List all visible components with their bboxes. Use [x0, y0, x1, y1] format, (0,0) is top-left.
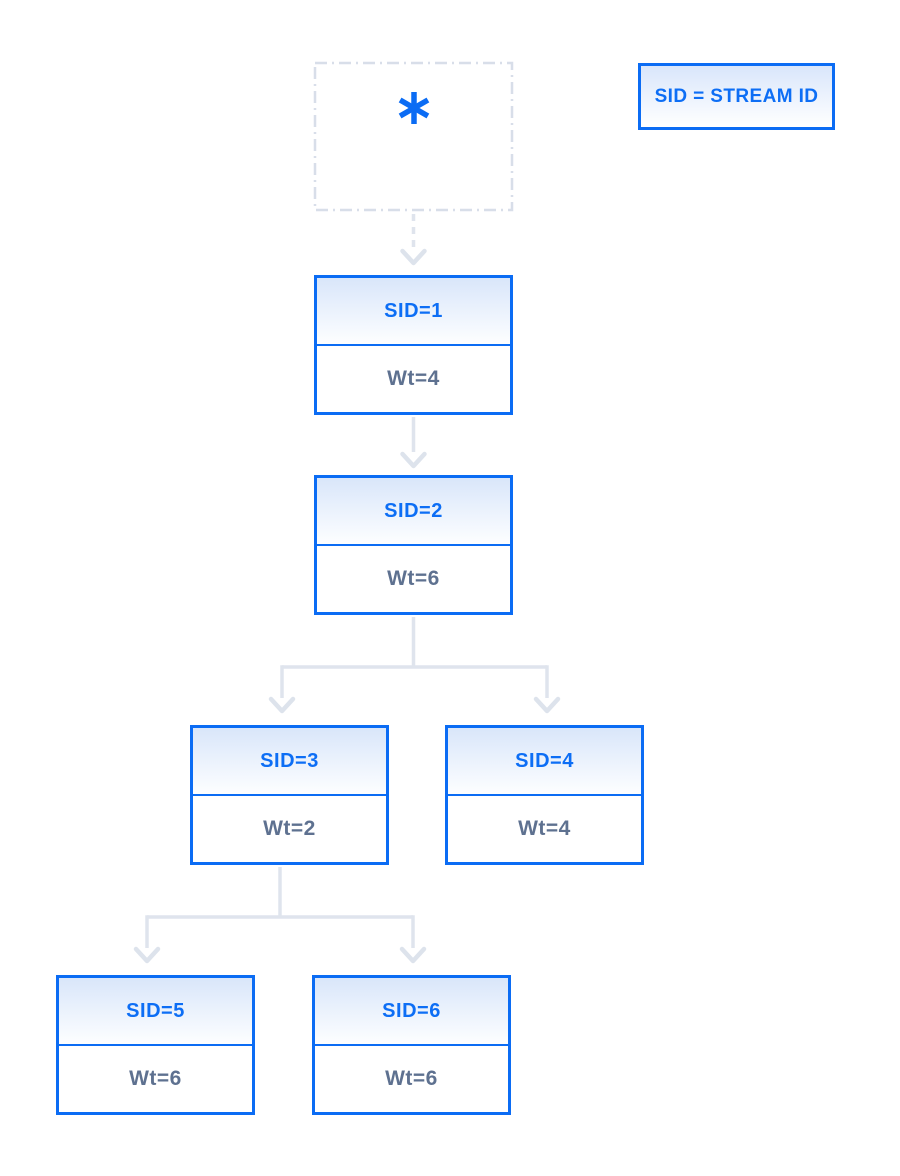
arrowhead-down-icon [399, 946, 427, 964]
arrowhead-down-icon [400, 451, 427, 469]
sid-label: SID=6 [382, 999, 441, 1022]
node-header: SID=5 [59, 978, 252, 1046]
node-sid-5: SID=5 Wt=6 [56, 975, 255, 1115]
legend-text: SID = STREAM ID [654, 85, 819, 107]
weight-label: Wt=2 [263, 817, 316, 840]
node-sid-6: SID=6 Wt=6 [312, 975, 511, 1115]
weight-label: Wt=4 [518, 817, 571, 840]
root-node: * [314, 62, 513, 211]
node-body: Wt=4 [448, 796, 641, 862]
sid-label: SID=1 [384, 299, 443, 322]
node-header: SID=3 [193, 728, 386, 796]
edge-sid2-children [268, 617, 561, 714]
node-header: SID=2 [317, 478, 510, 546]
arrowhead-down-icon [533, 696, 561, 714]
node-sid-4: SID=4 Wt=4 [445, 725, 644, 865]
sid-label: SID=5 [126, 999, 185, 1022]
edge-sid1-sid2 [400, 417, 427, 469]
node-sid-2: SID=2 Wt=6 [314, 475, 513, 615]
sid-label: SID=3 [260, 749, 319, 772]
weight-label: Wt=6 [385, 1067, 438, 1090]
node-sid-3: SID=3 Wt=2 [190, 725, 389, 865]
arrowhead-down-icon [268, 696, 296, 714]
node-body: Wt=6 [317, 546, 510, 612]
edge-root-sid1 [400, 214, 427, 266]
edge-sid3-children [133, 867, 427, 964]
weight-label: Wt=4 [387, 367, 440, 390]
node-body: Wt=6 [315, 1046, 508, 1112]
node-body: Wt=6 [59, 1046, 252, 1112]
node-body: Wt=4 [317, 346, 510, 412]
node-body: Wt=2 [193, 796, 386, 862]
node-header: SID=1 [317, 278, 510, 346]
legend-box: SID = STREAM ID [638, 63, 835, 130]
asterisk-icon [398, 92, 429, 124]
sid-label: SID=4 [515, 749, 574, 772]
node-header: SID=6 [315, 978, 508, 1046]
node-sid-1: SID=1 Wt=4 [314, 275, 513, 415]
arrowhead-down-icon [400, 248, 427, 266]
weight-label: Wt=6 [129, 1067, 182, 1090]
sid-label: SID=2 [384, 499, 443, 522]
node-header: SID=4 [448, 728, 641, 796]
weight-label: Wt=6 [387, 567, 440, 590]
arrowhead-down-icon [133, 946, 161, 964]
